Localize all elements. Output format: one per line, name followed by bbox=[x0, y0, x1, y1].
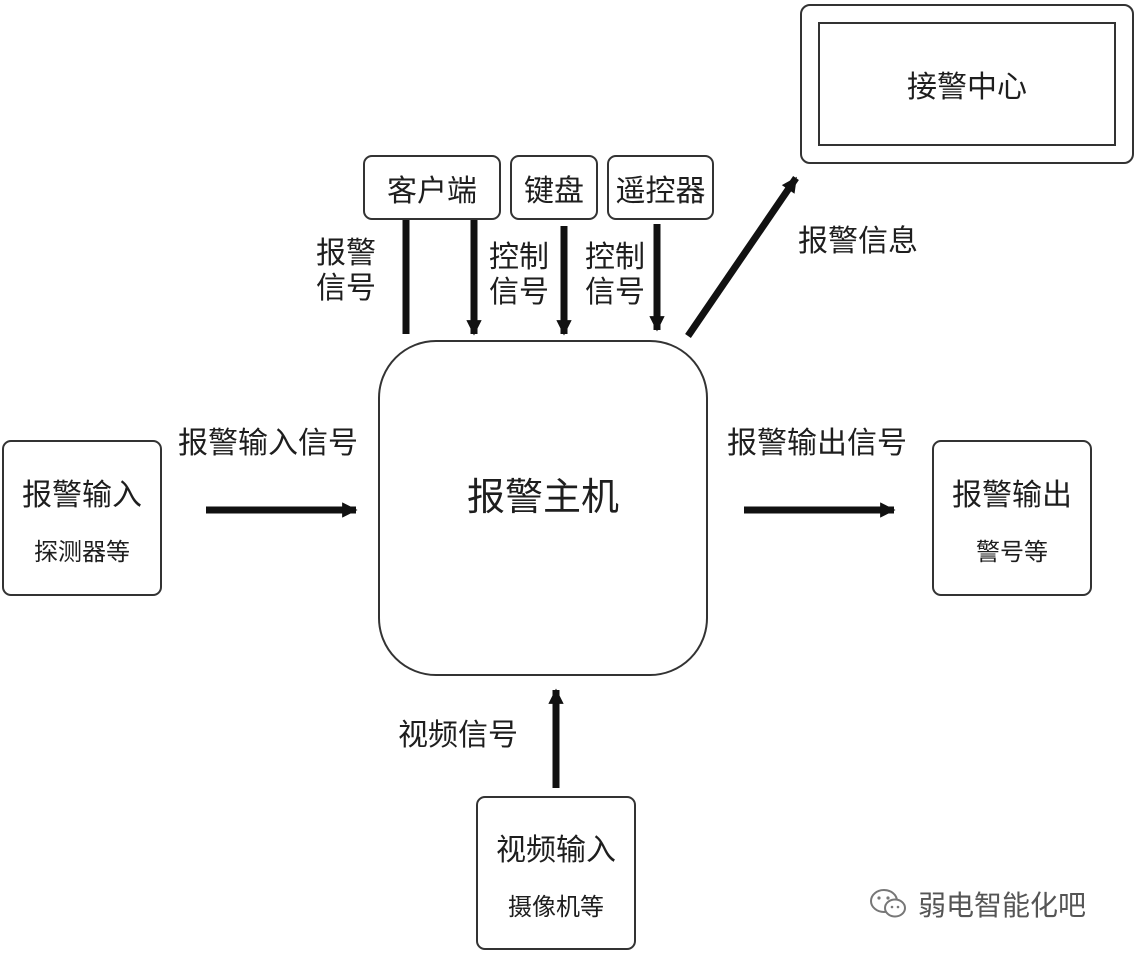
alarm-input-title: 报警输入 bbox=[22, 477, 142, 513]
alarm-center-inner: 接警中心 bbox=[818, 22, 1116, 146]
control-signal-keyboard-line-2: 信号 bbox=[489, 275, 549, 311]
keyboard-box: 键盘 bbox=[510, 155, 598, 220]
remote-label: 遥控器 bbox=[615, 173, 706, 209]
alarm-center-outer: 接警中心 bbox=[800, 4, 1134, 164]
alarm-input-sub: 探测器等 bbox=[34, 537, 130, 566]
alarm-output-signal-label: 报警输出信号 bbox=[727, 426, 907, 461]
arrow-host-to-center bbox=[685, 176, 799, 338]
watermark-text: 弱电智能化吧 bbox=[918, 889, 1087, 922]
remote-box: 遥控器 bbox=[607, 155, 714, 220]
alarm-input-signal-label: 报警输入信号 bbox=[178, 426, 358, 461]
video-signal-label: 视频信号 bbox=[398, 718, 518, 753]
control-signal-remote-line-1: 控制 bbox=[585, 240, 645, 275]
watermark: 弱电智能化吧 bbox=[868, 884, 1086, 924]
alarm-center-label: 接警中心 bbox=[907, 70, 1027, 105]
control-signal-keyboard-line-1: 控制 bbox=[489, 240, 549, 275]
video-input-sub: 摄像机等 bbox=[508, 892, 604, 921]
alarm-output-title: 报警输出 bbox=[952, 477, 1072, 513]
control-signal-remote-line-2: 信号 bbox=[585, 275, 645, 311]
alarm-signal-label: 报警 信号 bbox=[316, 236, 376, 307]
alarm-signal-line-1: 报警 bbox=[316, 236, 376, 271]
alarm-host-label: 报警主机 bbox=[466, 474, 619, 519]
client-label: 客户端 bbox=[387, 173, 477, 209]
alarm-host-box: 报警主机 bbox=[378, 340, 708, 676]
wechat-icon bbox=[870, 889, 906, 918]
alarm-info-label: 报警信息 bbox=[798, 224, 918, 259]
control-signal-remote-label: 控制 信号 bbox=[585, 240, 645, 311]
alarm-input-box: 报警输入 探测器等 bbox=[2, 440, 162, 596]
video-input-title: 视频输入 bbox=[496, 832, 616, 868]
control-signal-keyboard-label: 控制 信号 bbox=[489, 240, 549, 311]
client-box: 客户端 bbox=[363, 155, 501, 220]
alarm-output-sub: 警号等 bbox=[976, 537, 1048, 566]
video-input-box: 视频输入 摄像机等 bbox=[476, 796, 636, 950]
keyboard-label: 键盘 bbox=[524, 173, 584, 209]
alarm-signal-line-2: 信号 bbox=[316, 271, 376, 307]
alarm-output-box: 报警输出 警号等 bbox=[932, 440, 1092, 596]
